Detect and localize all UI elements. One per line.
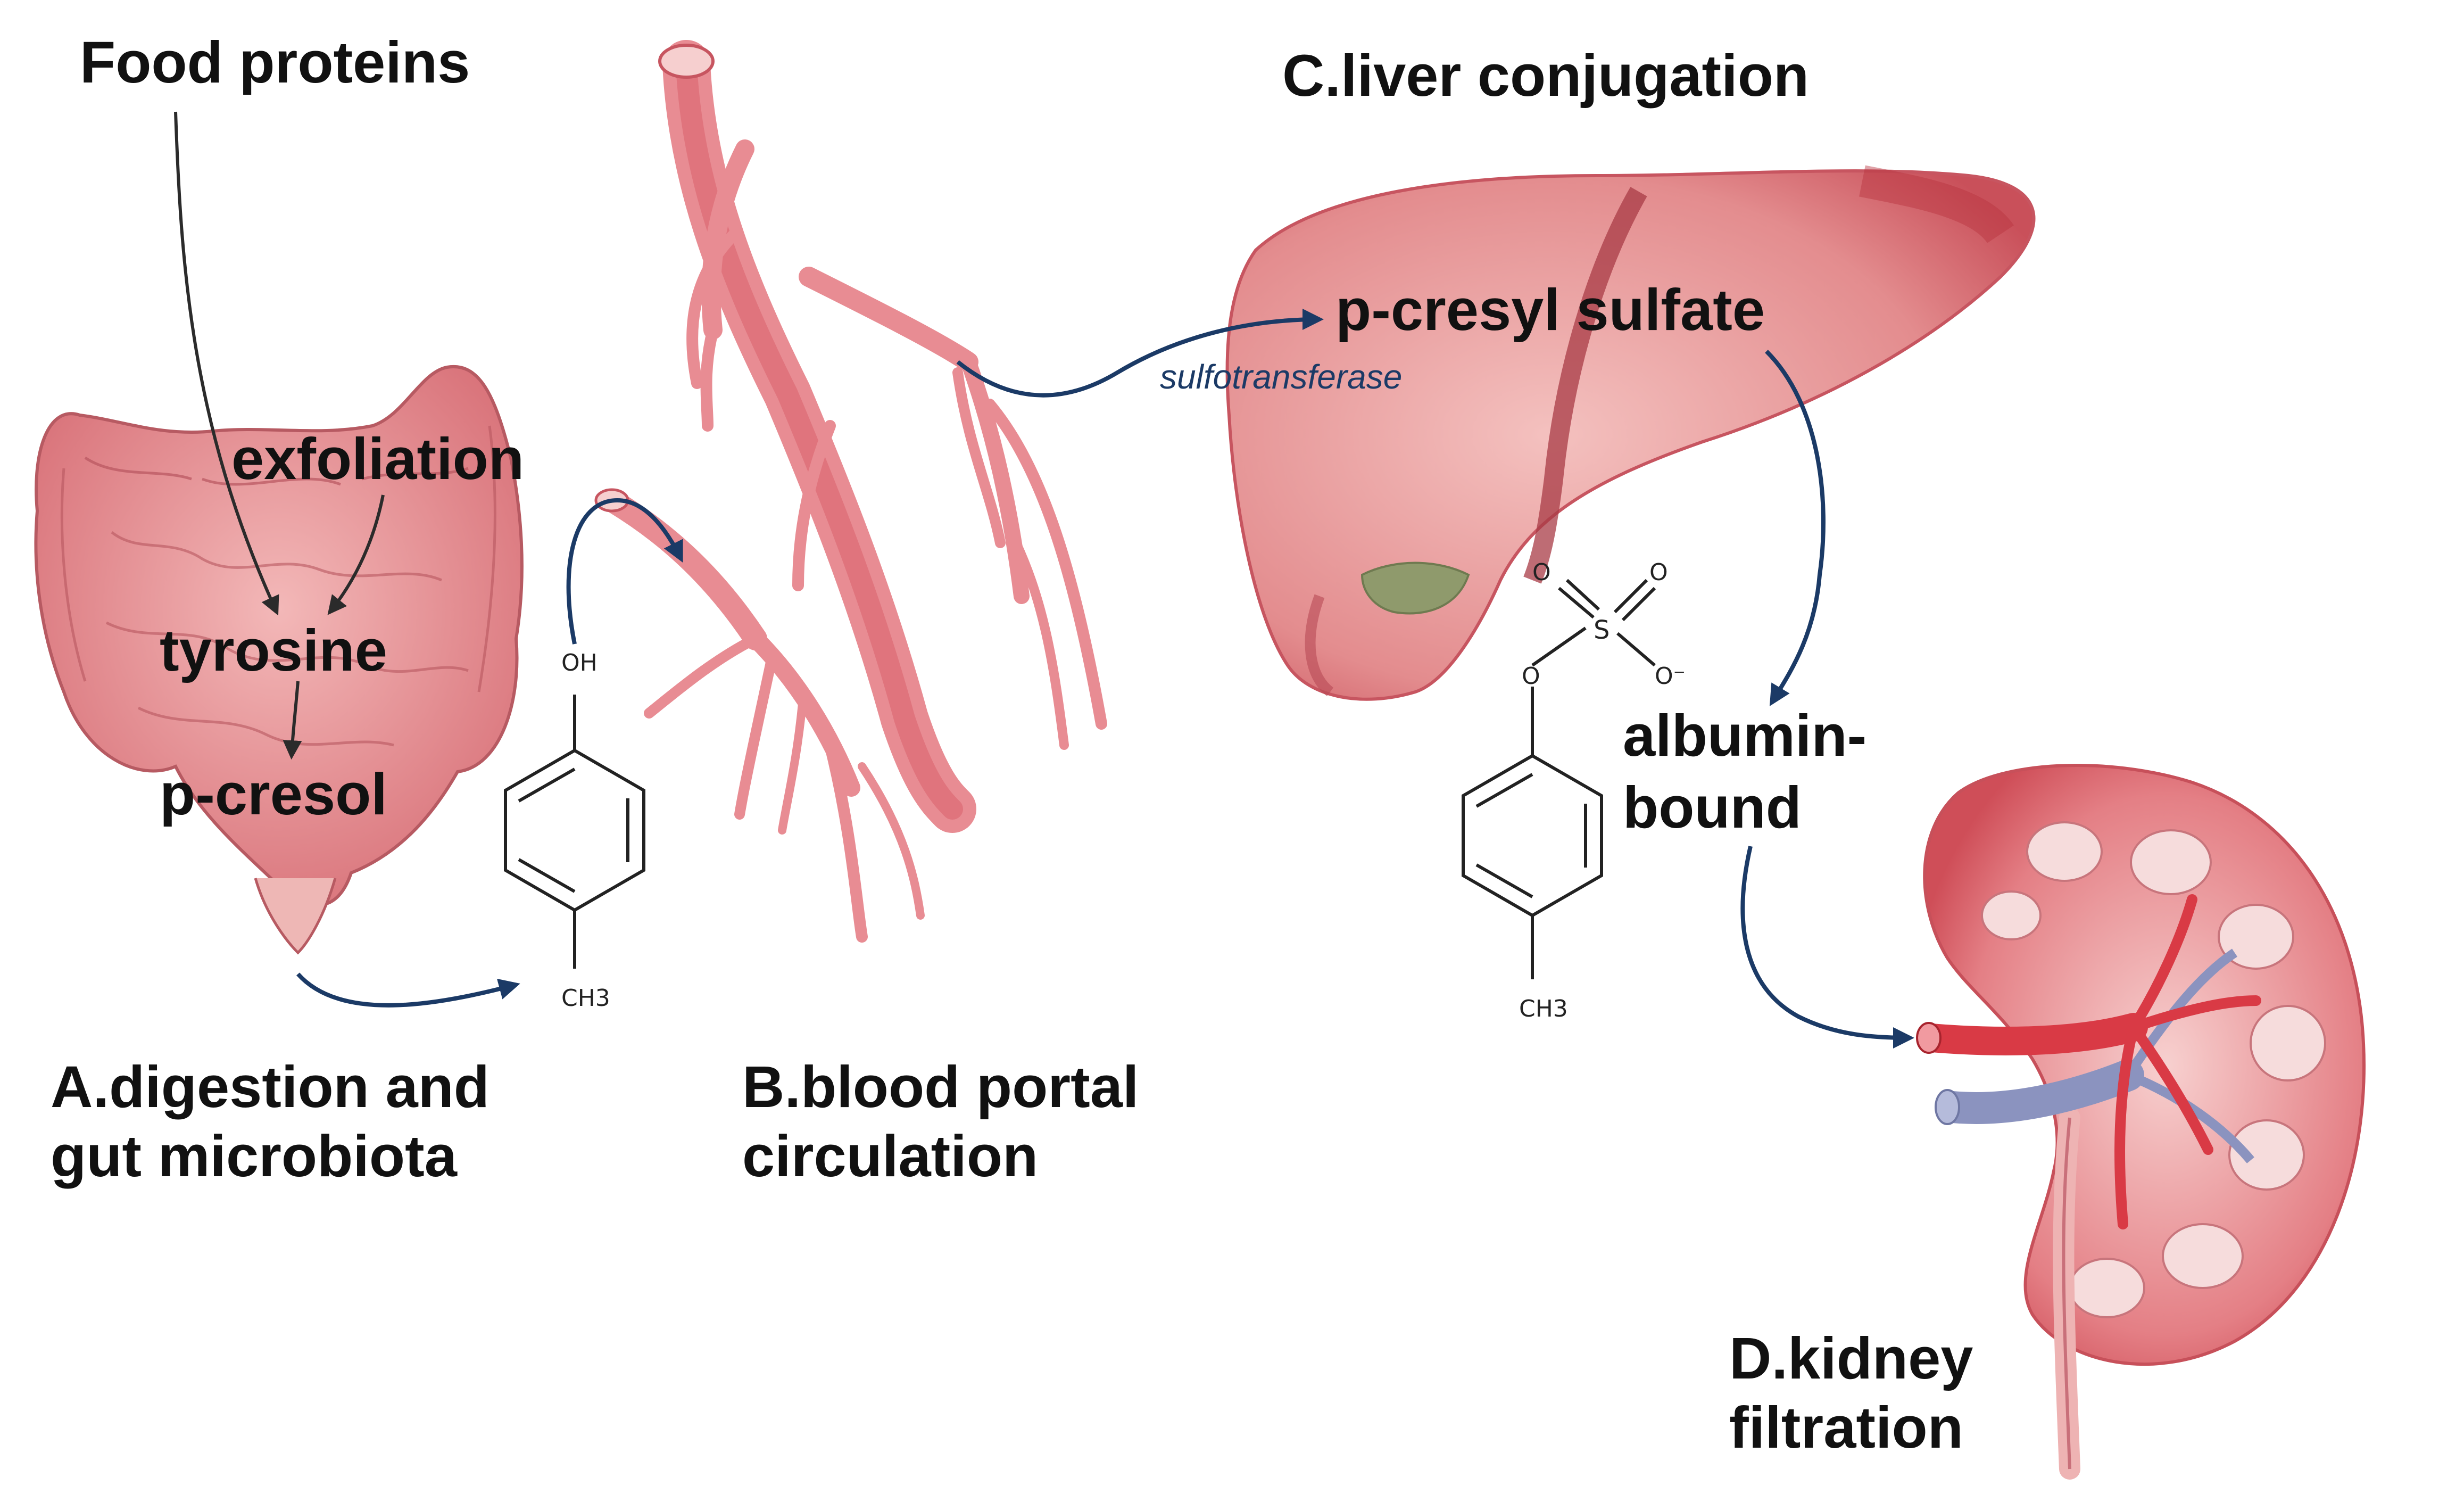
- pcs-ch3-label: CH3: [1519, 995, 1568, 1022]
- pcs-oxygen-minus: O⁻: [1655, 663, 1686, 690]
- arrow-vein-to-liver: [956, 309, 1324, 398]
- label-liver-conjugation: C.liver conjugation: [1282, 43, 1809, 109]
- p-cresyl-sulfate-structure: [1462, 579, 1656, 979]
- p-cresol-oh-label: OH: [561, 649, 598, 676]
- label-albumin-line1: albumin-: [1623, 703, 1866, 769]
- arrow-tyrosine-to-pcresol: [283, 681, 302, 760]
- label-p-cresol: p-cresol: [160, 762, 387, 827]
- label-kidney-line1: D.kidney: [1729, 1326, 1973, 1391]
- pcs-oxygen-top-left: O: [1532, 559, 1551, 586]
- p-cresol-structure: [504, 695, 645, 969]
- label-p-cresyl-sulfate: p-cresyl sulfate: [1335, 277, 1765, 343]
- arrow-exfoliation-to-tyrosine: [327, 494, 385, 615]
- liver-illustration: [1225, 165, 2036, 701]
- label-exfoliation: exfoliation: [231, 426, 524, 492]
- pcs-oxygen-ester: O: [1522, 663, 1540, 690]
- arrow-albumin-to-kidney: [1740, 846, 1914, 1049]
- portal-vein-illustration: [594, 40, 1107, 943]
- p-cresol-ch3-label: CH3: [561, 985, 610, 1012]
- pcs-oxygen-top-right: O: [1649, 559, 1668, 586]
- arrow-food-to-tyrosine: [174, 111, 279, 616]
- kidney-illustration: [1916, 764, 2366, 1480]
- label-sulfotransferase: sulfotransferase: [1160, 358, 1402, 396]
- label-food-proteins: Food proteins: [80, 30, 470, 95]
- arrow-gut-to-blood: [296, 972, 520, 1008]
- intestine-illustration: [34, 365, 524, 955]
- label-blood-line2: circulation: [742, 1124, 1038, 1189]
- label-digestion-line2: gut microbiota: [51, 1124, 458, 1189]
- label-blood-line1: B.blood portal: [742, 1054, 1139, 1120]
- label-kidney-line2: filtration: [1729, 1395, 1963, 1460]
- renal-calyces: [1981, 821, 2326, 1318]
- label-digestion-line1: A.digestion and: [51, 1054, 490, 1120]
- pcs-sulfur: S: [1594, 615, 1610, 645]
- arrow-pcresol-to-vein: [566, 498, 683, 645]
- label-tyrosine: tyrosine: [160, 618, 387, 683]
- arrow-pcs-to-albumin: [1765, 350, 1826, 706]
- label-albumin-line2: bound: [1623, 775, 1802, 840]
